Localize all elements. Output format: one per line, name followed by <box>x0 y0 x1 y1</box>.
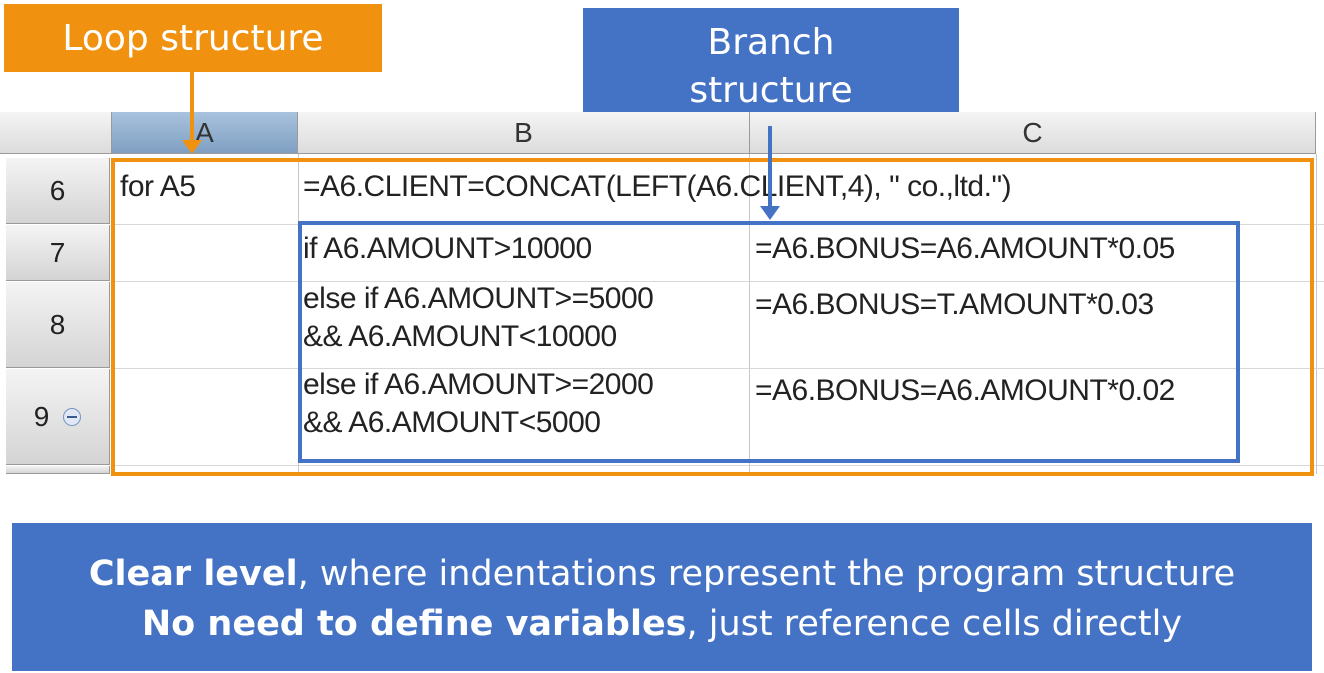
row-header-next <box>6 466 110 474</box>
banner-line-2-bold: No need to define variables <box>141 604 687 644</box>
branch-structure-text-line2: structure <box>689 70 853 111</box>
cell-b9-line2: && A6.AMOUNT<5000 <box>303 406 601 439</box>
banner-line-1-rest: , where indentations represent the progr… <box>297 554 1236 594</box>
banner-line-2: No need to define variables, just refere… <box>12 599 1312 649</box>
loop-highlight-box <box>111 158 1314 476</box>
branch-arrow-line <box>768 126 772 208</box>
branch-structure-label: Branch structure <box>583 8 959 126</box>
column-header-c[interactable]: C <box>750 112 1316 154</box>
banner-line-1-bold: Clear level <box>88 554 298 594</box>
gridline <box>1316 154 1317 474</box>
cell-b8-line1: else if A6.AMOUNT>=5000 <box>303 282 654 315</box>
loop-structure-text: Loop structure <box>62 17 324 59</box>
gridline <box>749 154 750 474</box>
cell-a6[interactable]: for A5 <box>120 170 196 203</box>
row-number: 9 <box>33 400 50 432</box>
loop-arrow-line <box>190 72 194 144</box>
gridline <box>112 281 1324 282</box>
cell-b8[interactable]: else if A6.AMOUNT>=5000 && A6.AMOUNT<100… <box>303 280 654 356</box>
cell-c8[interactable]: =A6.BONUS=T.AMOUNT*0.03 <box>755 288 1154 321</box>
cell-c7[interactable]: =A6.BONUS=A6.AMOUNT*0.05 <box>755 232 1175 265</box>
banner-line-2-rest: , just reference cells directly <box>686 604 1183 644</box>
row-header-6[interactable]: 6 <box>6 158 110 224</box>
cell-b7[interactable]: if A6.AMOUNT>10000 <box>303 232 592 265</box>
branch-arrow-head-icon <box>760 206 780 220</box>
spreadsheet-grid: A B C 6 7 8 9 for A5 =A6.CLIENT=CONCAT(L… <box>0 112 1324 476</box>
loop-arrow-head-icon <box>182 140 202 154</box>
banner-line-1: Clear level, where indentations represen… <box>12 549 1312 599</box>
branch-structure-text-line1: Branch <box>707 22 835 63</box>
cell-b9-line1: else if A6.AMOUNT>=2000 <box>303 368 654 401</box>
cell-b8-line2: && A6.AMOUNT<10000 <box>303 320 617 353</box>
minus-circle-icon[interactable] <box>63 407 82 426</box>
loop-structure-label: Loop structure <box>4 4 382 72</box>
gridline <box>112 368 1324 369</box>
row-number: 7 <box>49 236 66 268</box>
row-header-8[interactable]: 8 <box>6 282 110 368</box>
summary-banner: Clear level, where indentations represen… <box>12 523 1312 671</box>
row-number: 6 <box>49 174 66 206</box>
row-header-9[interactable]: 9 <box>6 369 110 465</box>
row-header-7[interactable]: 7 <box>6 225 110 281</box>
select-all-corner[interactable] <box>0 112 112 154</box>
column-header-b[interactable]: B <box>298 112 750 154</box>
cell-c9[interactable]: =A6.BONUS=A6.AMOUNT*0.02 <box>755 374 1175 407</box>
cell-b9[interactable]: else if A6.AMOUNT>=2000 && A6.AMOUNT<500… <box>303 366 654 442</box>
row-number: 8 <box>49 308 66 340</box>
column-header-a[interactable]: A <box>112 112 298 154</box>
branch-highlight-box <box>298 221 1240 463</box>
gridline <box>112 465 1324 466</box>
cell-b6[interactable]: =A6.CLIENT=CONCAT(LEFT(A6.CLIENT,4), " c… <box>303 170 1012 203</box>
